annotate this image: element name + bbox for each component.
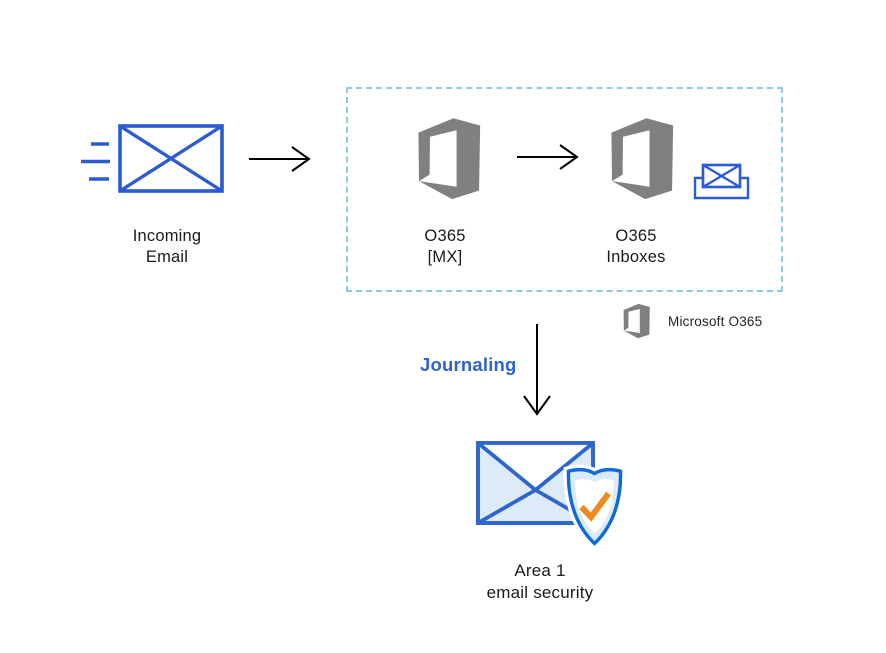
o365-inboxes-label: O365 Inboxes xyxy=(606,227,666,266)
microsoft-o365-legend-icon xyxy=(623,303,650,339)
checkmark-icon xyxy=(579,491,611,522)
arrow-down-icon xyxy=(523,324,551,416)
incoming-email-label: Incoming Email xyxy=(132,227,202,266)
arrow-right-icon xyxy=(517,144,579,170)
area1-email-security-icon xyxy=(476,441,626,551)
o365-inboxes-logo-icon xyxy=(611,118,674,200)
journaling-label: Journaling xyxy=(420,354,517,375)
inbox-tray-envelope-icon xyxy=(693,163,750,200)
shield-check-icon xyxy=(563,464,626,551)
area1-email-security-label: Area 1 email security xyxy=(486,561,594,602)
o365-boundary-dashed-box xyxy=(346,87,783,292)
microsoft-o365-legend-label: Microsoft O365 xyxy=(668,314,763,329)
arrow-right-icon xyxy=(249,146,311,172)
o365-mx-label: O365 [MX] xyxy=(424,227,466,266)
o365-mx-logo-icon xyxy=(418,118,481,200)
incoming-email-envelope-icon xyxy=(81,124,224,193)
